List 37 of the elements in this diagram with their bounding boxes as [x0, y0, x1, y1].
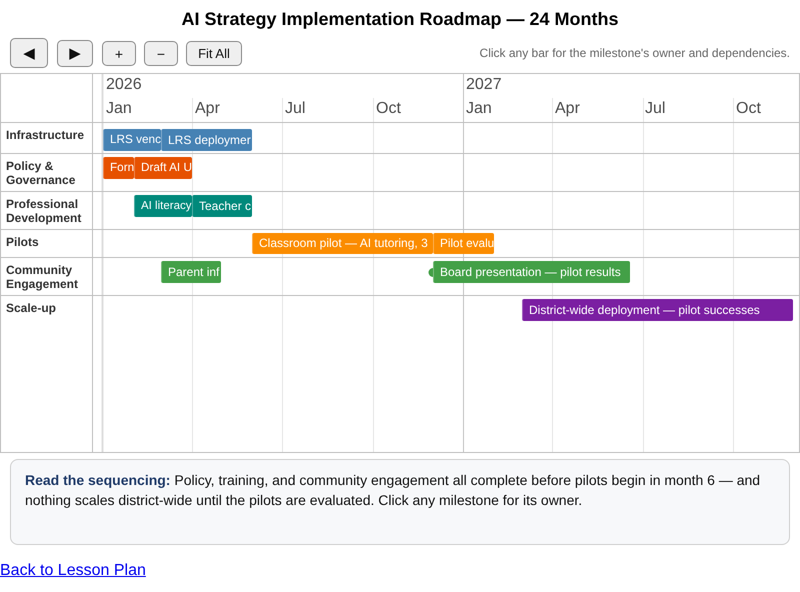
month-label: Apr: [555, 100, 580, 118]
month-label: Jan: [466, 100, 492, 118]
milestone-bar: Draft AI U: [134, 157, 192, 179]
fit-all-button: Fit All: [186, 41, 242, 66]
milestone-bar: Board presentation — pilot results: [433, 261, 630, 283]
row-header: Infrastructure: [6, 128, 84, 142]
row-header: Pilots: [6, 235, 39, 249]
row-header: Policy & Governance: [6, 159, 76, 187]
milestone-bar: AI literacy: [134, 195, 192, 217]
milestone-bar: Pilot evalu: [433, 233, 494, 254]
previous-button: ◀: [10, 38, 48, 68]
month-label: Jul: [285, 100, 306, 118]
next-button: ▶: [57, 40, 93, 67]
chart-title: AI Strategy Implementation Roadmap — 24 Months: [181, 8, 619, 30]
note-panel: [10, 459, 790, 545]
year-label: 2026: [106, 76, 142, 94]
milestone-bar: Forn: [103, 157, 134, 179]
month-label: Jan: [106, 100, 132, 118]
milestone-bar: Teacher c: [192, 195, 252, 217]
month-label: Jul: [645, 100, 666, 118]
hint-text: Click any bar for the milestone's owner and dependencies.: [480, 46, 790, 60]
year-label: 2027: [466, 76, 502, 94]
row-header: Professional Development: [6, 197, 82, 225]
row-header: Community Engagement: [6, 263, 80, 291]
milestone-bar: Parent inf: [161, 261, 221, 283]
month-label: Oct: [376, 100, 401, 118]
month-label: Oct: [736, 100, 761, 118]
month-label: Apr: [195, 100, 220, 118]
back-link: Back to Lesson Plan: [0, 562, 146, 580]
row-header: Scale-up: [6, 301, 56, 315]
zoom-out-button: −: [144, 41, 178, 66]
milestone-bar: District-wide deployment — pilot successes: [522, 299, 793, 321]
note-text: Read the sequencing: Policy, training, and community engagement all complete before pilots begin in month 6 — and nothing scales district-wide until the pilots are evaluated. Click any milestone for its owner.: [25, 471, 762, 510]
zoom-in-button: +: [102, 41, 136, 66]
milestone-bar: LRS venc: [103, 129, 161, 151]
milestone-bar: LRS deploymer: [161, 129, 252, 151]
milestone-bar: Classroom pilot — AI tutoring, 3: [252, 233, 433, 254]
